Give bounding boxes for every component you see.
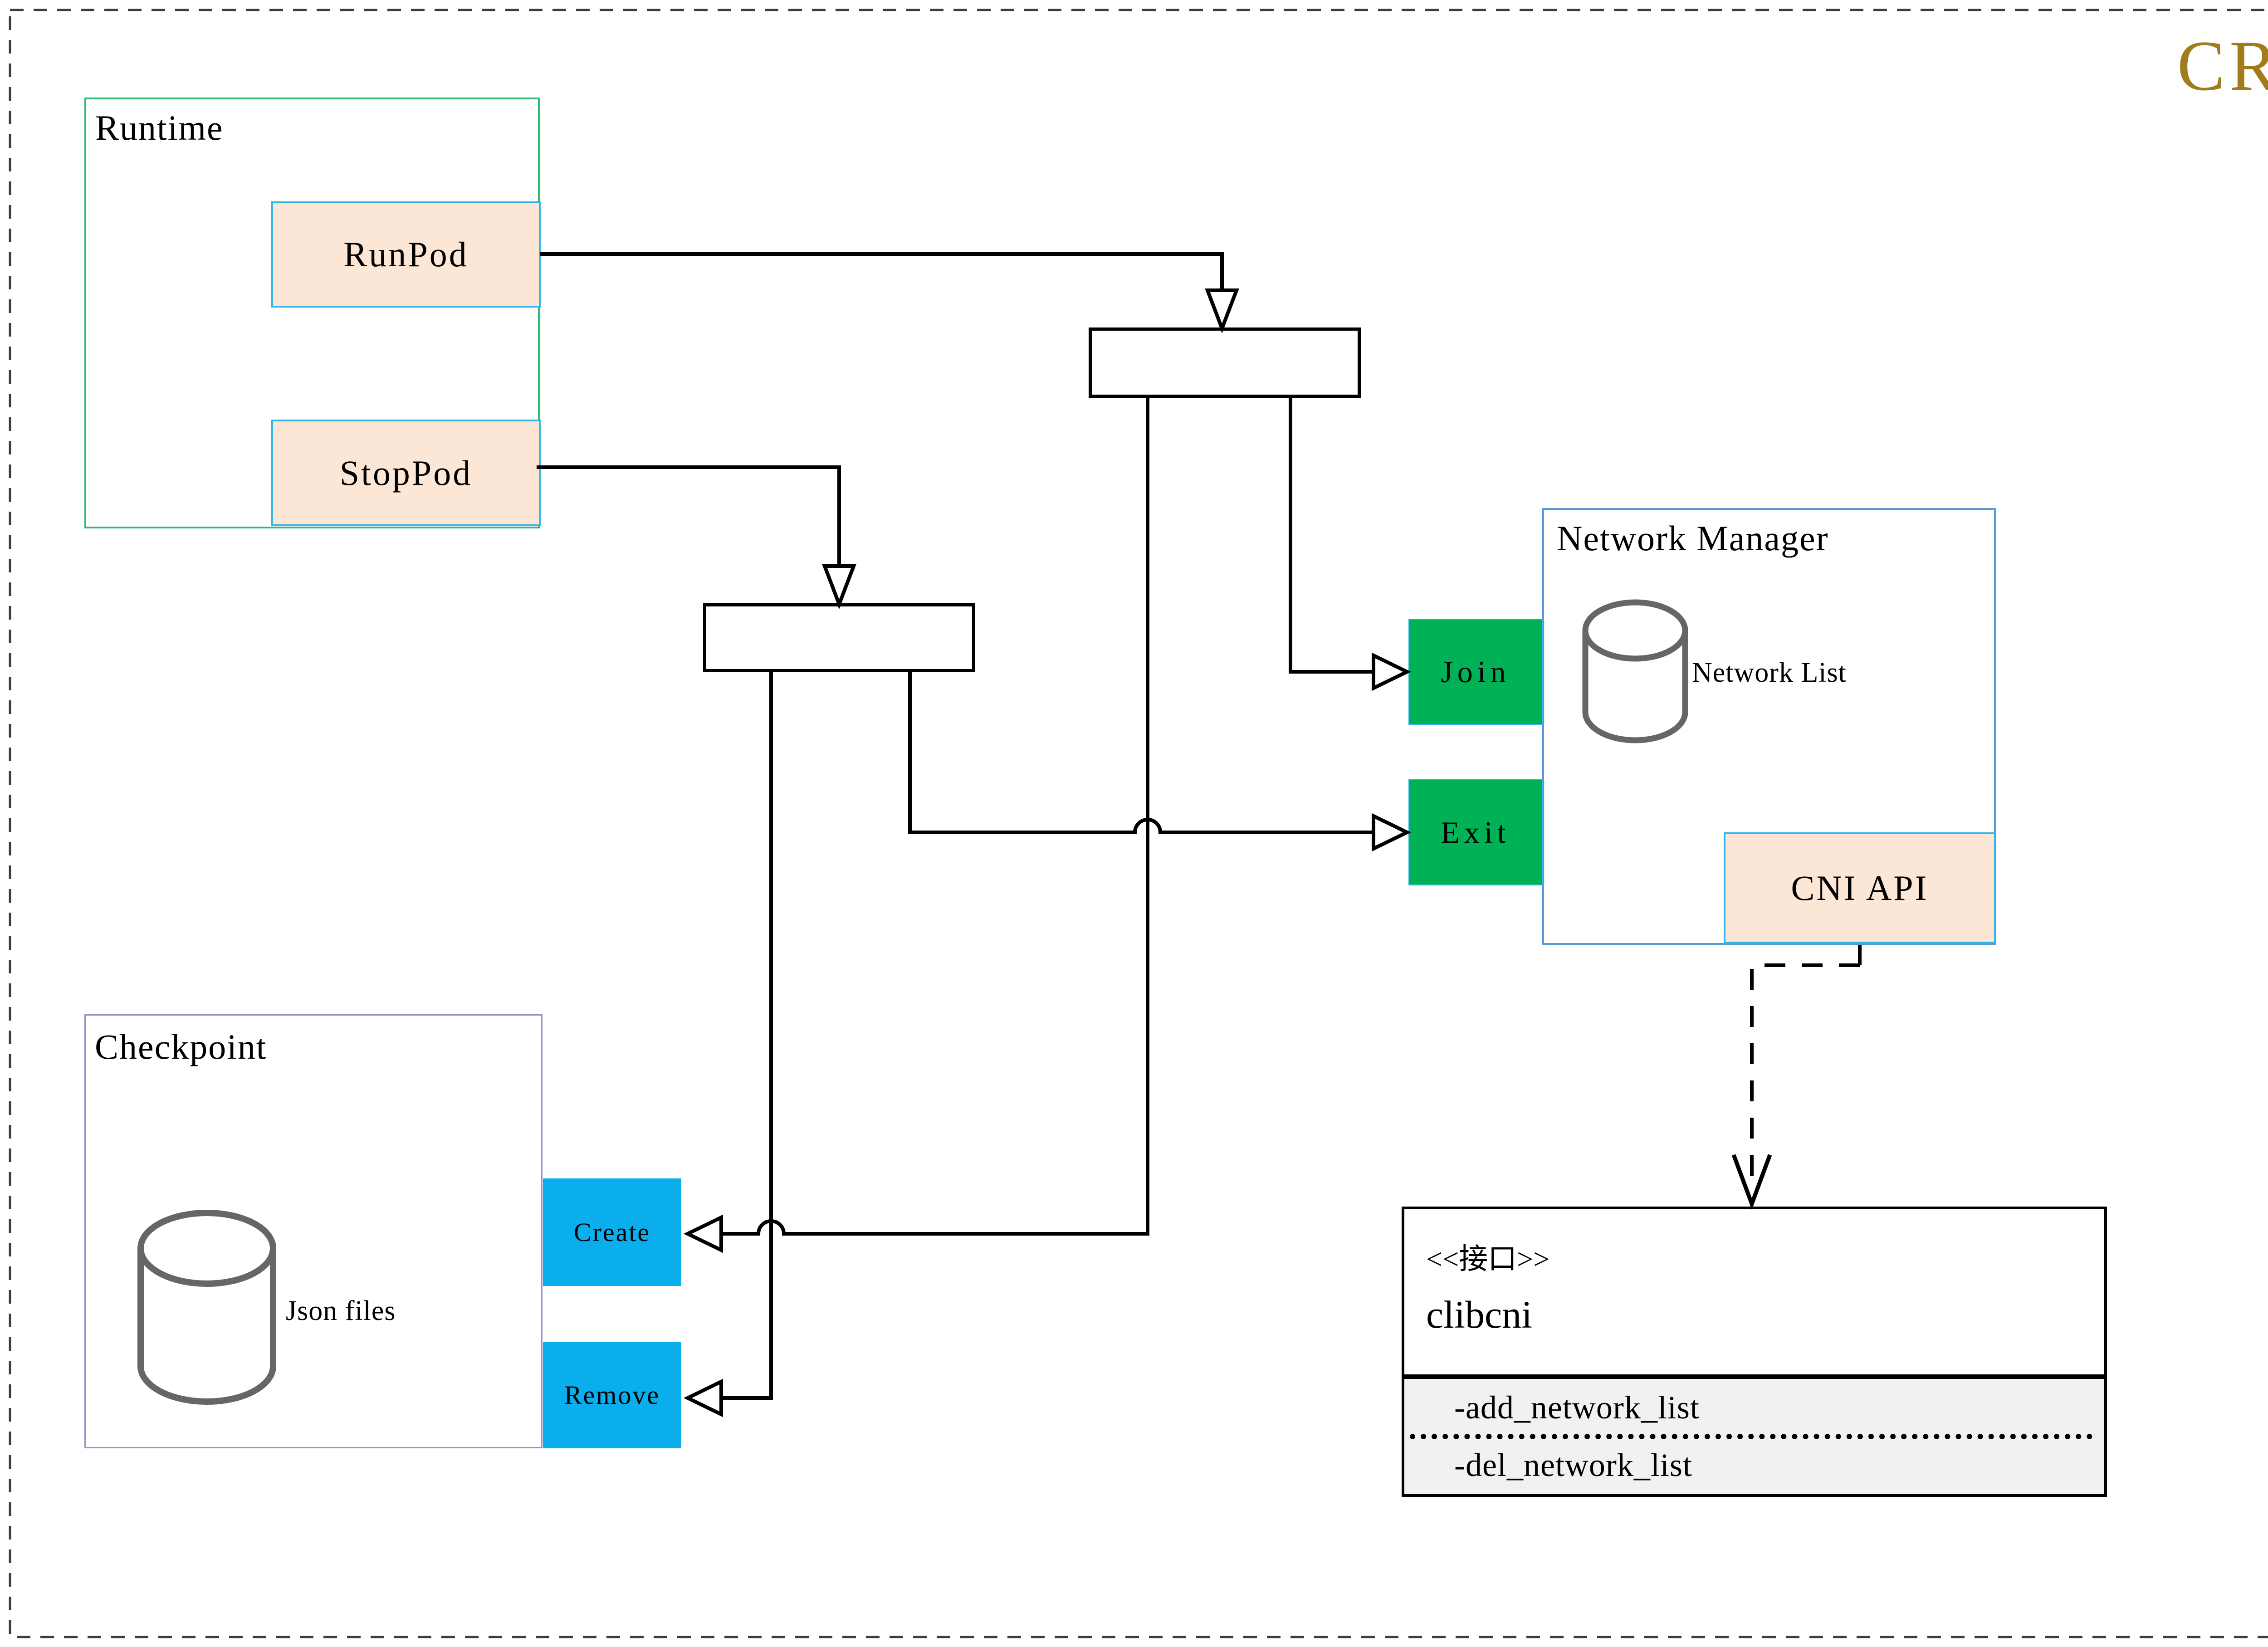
arrowhead-box2: [822, 564, 856, 610]
clibcni-method-add: -add_network_list: [1454, 1389, 1700, 1426]
stoppod-method-box: StopPod: [271, 420, 541, 526]
runtime-title: Runtime: [95, 108, 224, 147]
checkpoint-title: Checkpoint: [95, 1027, 267, 1066]
arrow-box1-to-create: [721, 398, 1149, 1236]
network-list-label: Network List: [1692, 657, 1847, 688]
arrow-box2-to-remove: [721, 672, 773, 1400]
arrow-box2-to-exit: [908, 672, 1374, 834]
clibcni-class-box: <<接口>> clibcni -add_network_list -del_ne…: [1402, 1207, 2107, 1497]
clibcni-stereotype: <<接口>>: [1426, 1243, 1550, 1275]
arrow-runpod-to-box1: [540, 252, 1224, 290]
network-manager-title: Network Manager: [1557, 518, 1829, 558]
arrowhead-exit: [1372, 813, 1412, 852]
stoppod-label: StopPod: [339, 453, 473, 493]
join-label: Join: [1441, 654, 1510, 689]
arrow-stoppod-to-box2: [537, 465, 841, 566]
runpod-method-box: RunPod: [271, 201, 541, 308]
join-action-box: Join: [1408, 619, 1543, 725]
dashed-arrow-cniapi-to-clibcni: [1750, 963, 1860, 1179]
checkpoint-box: Checkpoint: [84, 1014, 543, 1448]
exit-action-box: Exit: [1408, 779, 1543, 885]
cni-api-label: CNI API: [1791, 868, 1929, 908]
runpod-label: RunPod: [343, 235, 469, 274]
arrowhead-remove: [683, 1378, 723, 1417]
unlabeled-process-box-1: [1089, 327, 1361, 398]
clibcni-header-section: <<接口>> clibcni: [1404, 1209, 2104, 1374]
remove-label: Remove: [564, 1380, 660, 1410]
create-label: Create: [573, 1217, 651, 1247]
exit-label: Exit: [1441, 815, 1510, 850]
clibcni-methods-section: -add_network_list -del_network_list: [1404, 1374, 2104, 1494]
clibcni-name: clibcni: [1426, 1293, 1533, 1336]
remove-action-box: Remove: [543, 1342, 681, 1448]
json-files-label: Json files: [286, 1295, 396, 1326]
arrowhead-join: [1372, 652, 1412, 691]
arrowhead-box1: [1205, 288, 1239, 334]
diagram-title: CRI: [2177, 26, 2268, 106]
arrowhead-create: [683, 1214, 723, 1253]
unlabeled-process-box-2: [703, 603, 975, 672]
create-action-box: Create: [543, 1178, 681, 1286]
arrowhead-clibcni: [1731, 1154, 1772, 1210]
cni-api-box: CNI API: [1724, 832, 1996, 943]
clibcni-method-del: -del_network_list: [1454, 1447, 1692, 1483]
arrow-box1-to-join: [1289, 398, 1374, 674]
